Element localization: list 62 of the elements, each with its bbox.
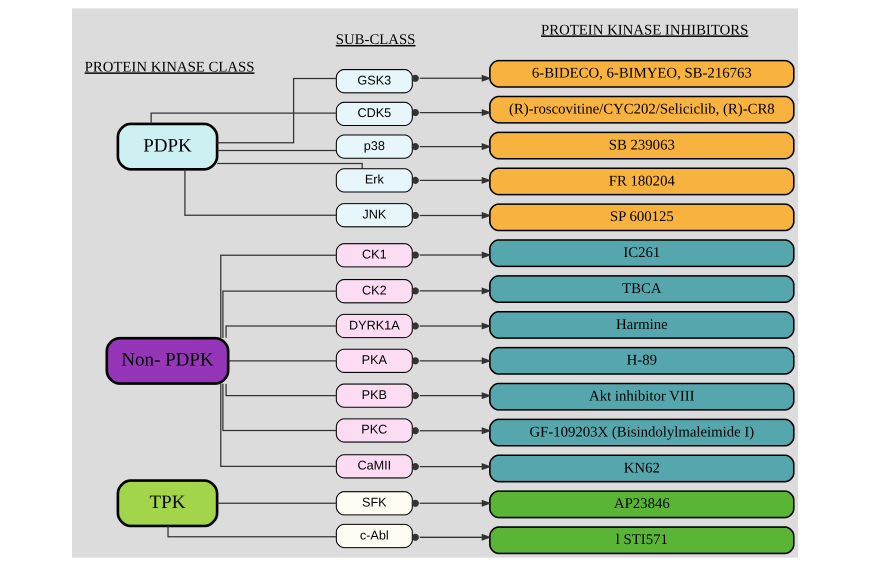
node-box: FR 180204 <box>489 167 795 196</box>
node-box: TBCA <box>489 275 795 304</box>
arrow <box>412 176 492 184</box>
node-box: CK1 <box>336 243 413 268</box>
node-box: Harmine <box>489 310 795 339</box>
arrow <box>412 534 492 541</box>
node-box: PKB <box>336 384 413 408</box>
arrow <box>412 357 492 364</box>
node-box: 6-BIDECO, 6-BIMYEO, SB-216763 <box>489 60 795 88</box>
connector <box>225 384 336 396</box>
arrow <box>412 427 492 434</box>
connector <box>184 169 336 216</box>
arrow <box>412 463 492 470</box>
arrow <box>412 287 492 294</box>
node-box: PKC <box>336 418 413 443</box>
arrow <box>412 212 492 220</box>
connector <box>220 384 336 467</box>
node-box: CK2 <box>336 279 413 304</box>
connector <box>222 290 336 338</box>
node-box: c-Abl <box>336 524 413 548</box>
arrow <box>412 143 492 150</box>
node-box: KN62 <box>489 454 795 482</box>
label: SUB-CLASS <box>336 32 416 48</box>
connector <box>218 150 336 152</box>
node-box: p38 <box>336 134 413 159</box>
node-box: H-89 <box>489 346 795 375</box>
connector <box>150 112 336 124</box>
arrow <box>412 392 492 400</box>
node-box: CaMII <box>336 454 413 478</box>
node-box: AP23846 <box>489 490 795 518</box>
connector <box>225 325 336 338</box>
connector <box>228 360 336 362</box>
node-box: DYRK1A <box>336 314 413 338</box>
connector <box>217 162 363 168</box>
label: PROTEIN KINASE CLASS <box>84 59 254 76</box>
node-box: SFK <box>336 491 413 516</box>
node-box: SP 600125 <box>489 203 795 232</box>
arrow <box>412 322 492 330</box>
node-box: IC261 <box>489 239 795 268</box>
connector <box>218 502 336 504</box>
arrow <box>412 251 492 259</box>
node-box: TPK <box>116 479 218 528</box>
node-box: Non- PDPK <box>106 336 230 385</box>
arrow <box>412 500 492 507</box>
connector <box>220 254 336 338</box>
connector <box>167 526 336 538</box>
node-box: (R)-roscovitine/CYC202/Seliciclib, (R)-CR8 <box>489 96 795 124</box>
node-box: JNK <box>336 203 413 228</box>
node-box: l STI571 <box>489 526 795 554</box>
node-box: PKA <box>336 348 413 373</box>
node-box: PDPK <box>116 122 218 171</box>
connector <box>217 78 336 144</box>
node-box: SB 239063 <box>489 132 795 160</box>
connector <box>222 384 336 432</box>
node-box: GF-109203X (Bisindolylmaleimide I) <box>489 418 795 447</box>
arrow <box>412 74 492 82</box>
node-box: GSK3 <box>336 69 413 94</box>
node-box: Akt inhibitor VIII <box>489 382 795 411</box>
arrow <box>412 109 492 116</box>
node-box: CDK5 <box>336 102 413 126</box>
node-box: Erk <box>336 168 413 193</box>
label: PROTEIN KINASE INHIBITORS <box>541 22 748 38</box>
